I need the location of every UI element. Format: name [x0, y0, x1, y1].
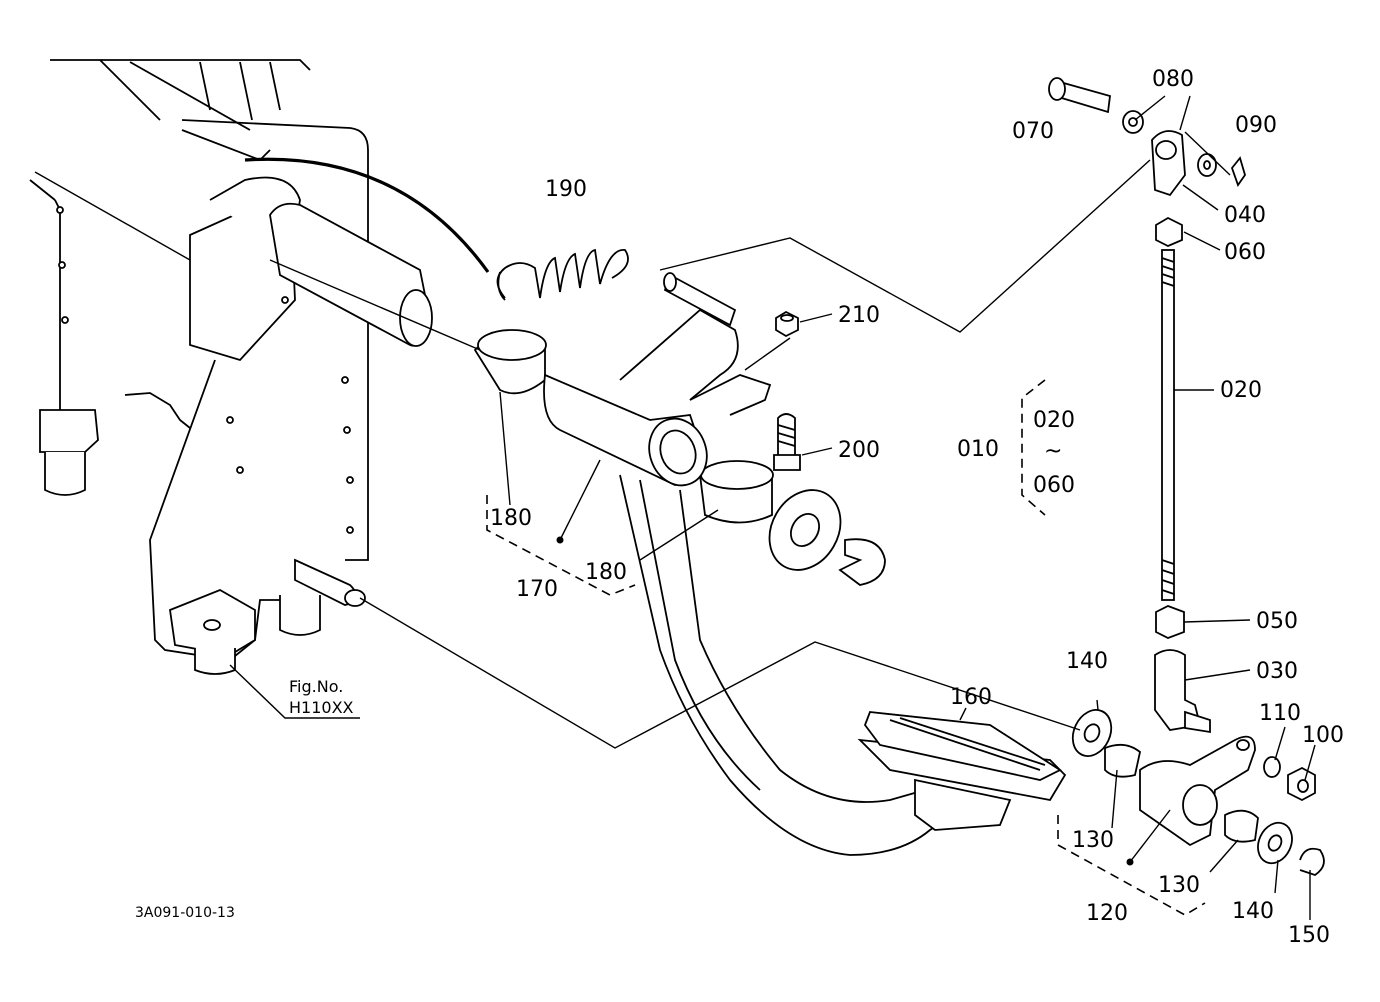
rod-020 [1161, 249, 1175, 601]
pedal-pad-160 [857, 711, 1067, 831]
label-070: 070 [1012, 119, 1054, 144]
label-060: 060 [1224, 240, 1266, 265]
circlip-150 [1299, 847, 1325, 876]
pivot-pin [663, 272, 737, 327]
label-010: 010 [957, 437, 999, 462]
clevis-040 [1151, 130, 1186, 197]
nut-050 [1155, 605, 1185, 639]
label-130-a: 130 [1072, 828, 1114, 853]
clevis-030 [1154, 649, 1211, 734]
figure-reference: Fig.No. H110XX [289, 677, 354, 717]
label-tilde: ~ [1044, 439, 1062, 464]
label-130-b: 130 [1158, 873, 1200, 898]
label-180-a: 180 [490, 506, 532, 531]
label-020-range: 020 [1033, 408, 1075, 433]
label-140-a: 140 [1066, 649, 1108, 674]
label-140-b: 140 [1232, 899, 1274, 924]
leader-lines [34, 95, 1316, 920]
pedal-arm-170 [543, 308, 946, 856]
washer-080-b [1197, 153, 1217, 177]
washer-140-a [1071, 709, 1113, 757]
pin-070 [1048, 77, 1111, 114]
label-040: 040 [1224, 203, 1266, 228]
label-030: 030 [1256, 659, 1298, 684]
label-050: 050 [1256, 609, 1298, 634]
nut-060 [1155, 216, 1183, 247]
washer-080-a [1122, 110, 1144, 134]
frame-structure [29, 59, 433, 675]
group-dot-120 [1126, 858, 1134, 866]
group-brackets [486, 379, 1206, 916]
fig-ref-line2: H110XX [289, 698, 354, 717]
bolt-200 [773, 413, 801, 471]
label-170: 170 [516, 577, 558, 602]
group-dot-170 [556, 536, 564, 544]
arm-120 [1139, 735, 1256, 847]
label-120: 120 [1086, 901, 1128, 926]
label-110: 110 [1259, 701, 1301, 726]
label-090: 090 [1235, 113, 1277, 138]
spring-190 [496, 248, 629, 301]
label-100: 100 [1302, 723, 1344, 748]
fig-ref-line1: Fig.No. [289, 677, 343, 696]
washer-right-180 [768, 489, 886, 586]
part-labels: 070 080 090 040 060 020 010 020 ~ 060 05… [490, 67, 1344, 948]
label-190: 190 [545, 177, 587, 202]
nut-100 [1287, 766, 1316, 802]
lockwasher-110 [1263, 756, 1281, 778]
drawing-code: 3A091-010-13 [135, 905, 235, 921]
bushing-180-left [473, 329, 547, 395]
nut-210 [775, 310, 799, 338]
label-210: 210 [838, 303, 880, 328]
label-060-range: 060 [1033, 473, 1075, 498]
label-160: 160 [950, 685, 992, 710]
label-020: 020 [1220, 378, 1262, 403]
bushing-180-right [699, 460, 774, 524]
washer-140-b [1257, 821, 1293, 865]
spring-hook-curve [244, 157, 490, 273]
bushing-130-a [1104, 743, 1141, 778]
label-200: 200 [838, 438, 880, 463]
label-080: 080 [1152, 67, 1194, 92]
label-180-b: 180 [585, 560, 627, 585]
cotter-090 [1230, 156, 1246, 187]
label-150: 150 [1288, 923, 1330, 948]
bushing-130-b [1224, 809, 1259, 843]
